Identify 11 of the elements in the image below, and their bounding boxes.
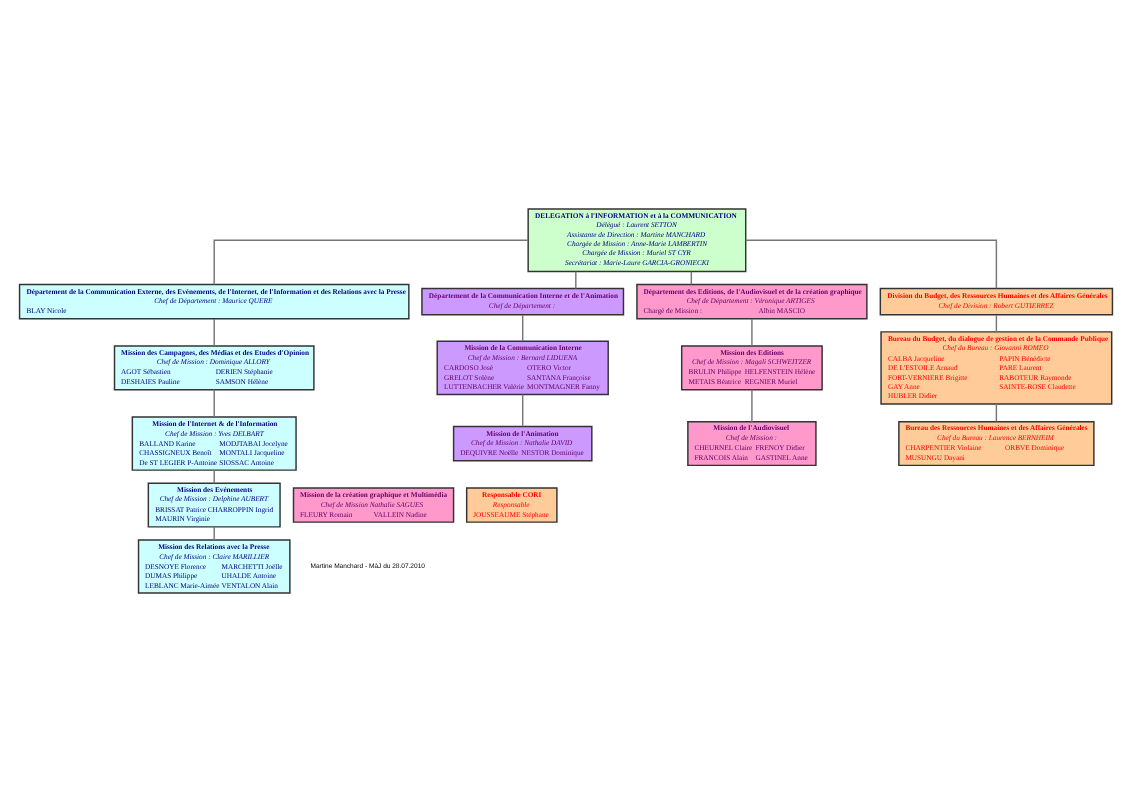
connector	[522, 313, 524, 341]
connector	[751, 317, 753, 346]
connector	[213, 525, 215, 540]
connector	[213, 388, 215, 417]
connector	[745, 238, 998, 289]
connector	[213, 317, 215, 346]
connector	[575, 269, 577, 289]
connector	[751, 388, 753, 422]
connector	[522, 392, 524, 427]
connector	[213, 468, 215, 483]
connector	[213, 238, 529, 285]
